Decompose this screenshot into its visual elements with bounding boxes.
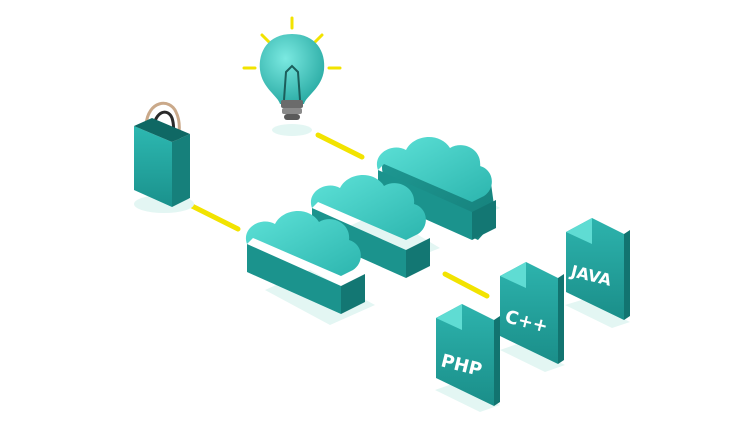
connector-cloud-php xyxy=(442,271,490,299)
bulb-rays xyxy=(242,16,342,70)
shadows xyxy=(134,124,630,412)
java-file-icon: JAVA xyxy=(566,218,630,320)
cloud-front xyxy=(245,210,365,314)
connector-bulb-cloud xyxy=(315,132,365,160)
light-bulb-icon xyxy=(242,16,342,120)
shopping-bag-icon xyxy=(134,101,190,207)
php-file-icon: PHP xyxy=(436,304,500,406)
cpp-file-icon: C++ xyxy=(500,262,564,364)
connectors xyxy=(189,132,490,299)
connector-bag-cloud xyxy=(189,203,241,232)
